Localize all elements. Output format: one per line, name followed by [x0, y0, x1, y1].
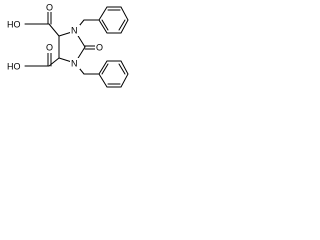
label-bg-n-bottom — [70, 58, 80, 69]
bottom-phenyl-ring — [98, 60, 129, 88]
chemical-structure-diagram: O HO O HO N N O — [6, 2, 129, 88]
bottom-carboxyl-o-label: O — [46, 42, 53, 52]
bottom-phenyl-double-bond-2 — [118, 63, 126, 75]
top-carboxyl-o-label: O — [46, 2, 53, 12]
top-carboxyl-oh-label: HO — [7, 19, 21, 29]
label-bg-top-ho — [6, 19, 23, 29]
top-phenyl-double-bond-3 — [101, 19, 109, 31]
label-bg-bottom-o — [45, 43, 54, 53]
label-bg-carbonyl-o — [95, 42, 104, 52]
top-phenyl-ring — [98, 6, 129, 34]
bottom-phenyl-double-bond-3 — [101, 63, 109, 75]
label-bg-bottom-ho — [6, 61, 23, 71]
ring-n-top-label: N — [71, 25, 78, 35]
top-phenyl-double-bond-2 — [118, 19, 126, 31]
ring-n-bottom-label: N — [71, 58, 78, 68]
carbonyl-o-label: O — [96, 42, 103, 52]
top-carboxyl-stem-bond — [48, 23, 60, 37]
label-bg-top-o — [45, 2, 54, 12]
label-bg-n-top — [70, 25, 80, 36]
bottom-carboxyl-oh-label: HO — [7, 61, 21, 71]
